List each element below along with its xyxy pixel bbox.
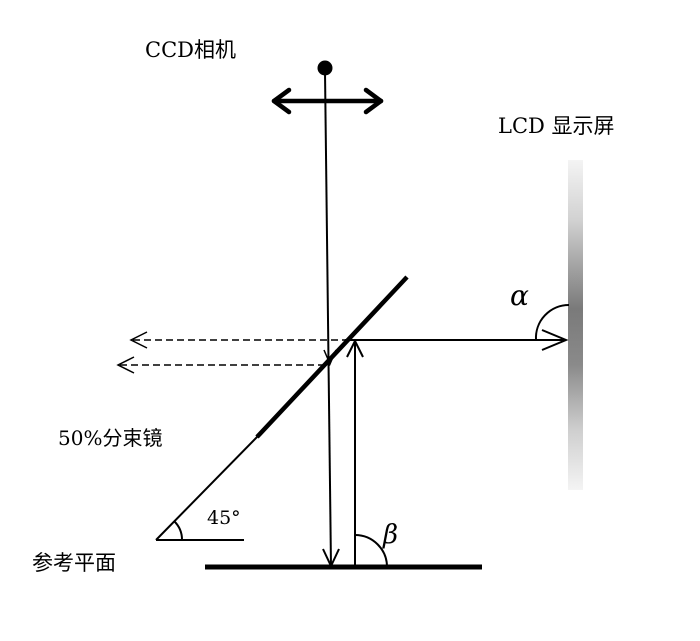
- beam-splitter: [255, 275, 409, 439]
- beta-arc: [354, 534, 388, 568]
- horizontal-ray-to-lcd: [345, 329, 569, 351]
- camera-translation-arrow: [271, 87, 384, 115]
- lcd-screen-label: LCD 显示屏: [498, 114, 615, 138]
- lcd-screen: [568, 160, 583, 490]
- angle-45-label: 45°: [207, 507, 241, 529]
- angle-construction: [155, 434, 260, 541]
- beta-label: β: [383, 520, 399, 550]
- camera-point: [317, 60, 333, 76]
- alpha-arc: [534, 303, 570, 341]
- dashed-return-rays: [116, 331, 345, 374]
- camera-ray: [322, 71, 340, 569]
- reference-plane-label: 参考平面: [32, 551, 116, 575]
- vertical-return-ray: [346, 338, 364, 565]
- beam-splitter-label: 50%分束镜: [58, 426, 163, 450]
- alpha-label: α: [510, 279, 529, 312]
- camera-label: CCD相机: [145, 38, 236, 62]
